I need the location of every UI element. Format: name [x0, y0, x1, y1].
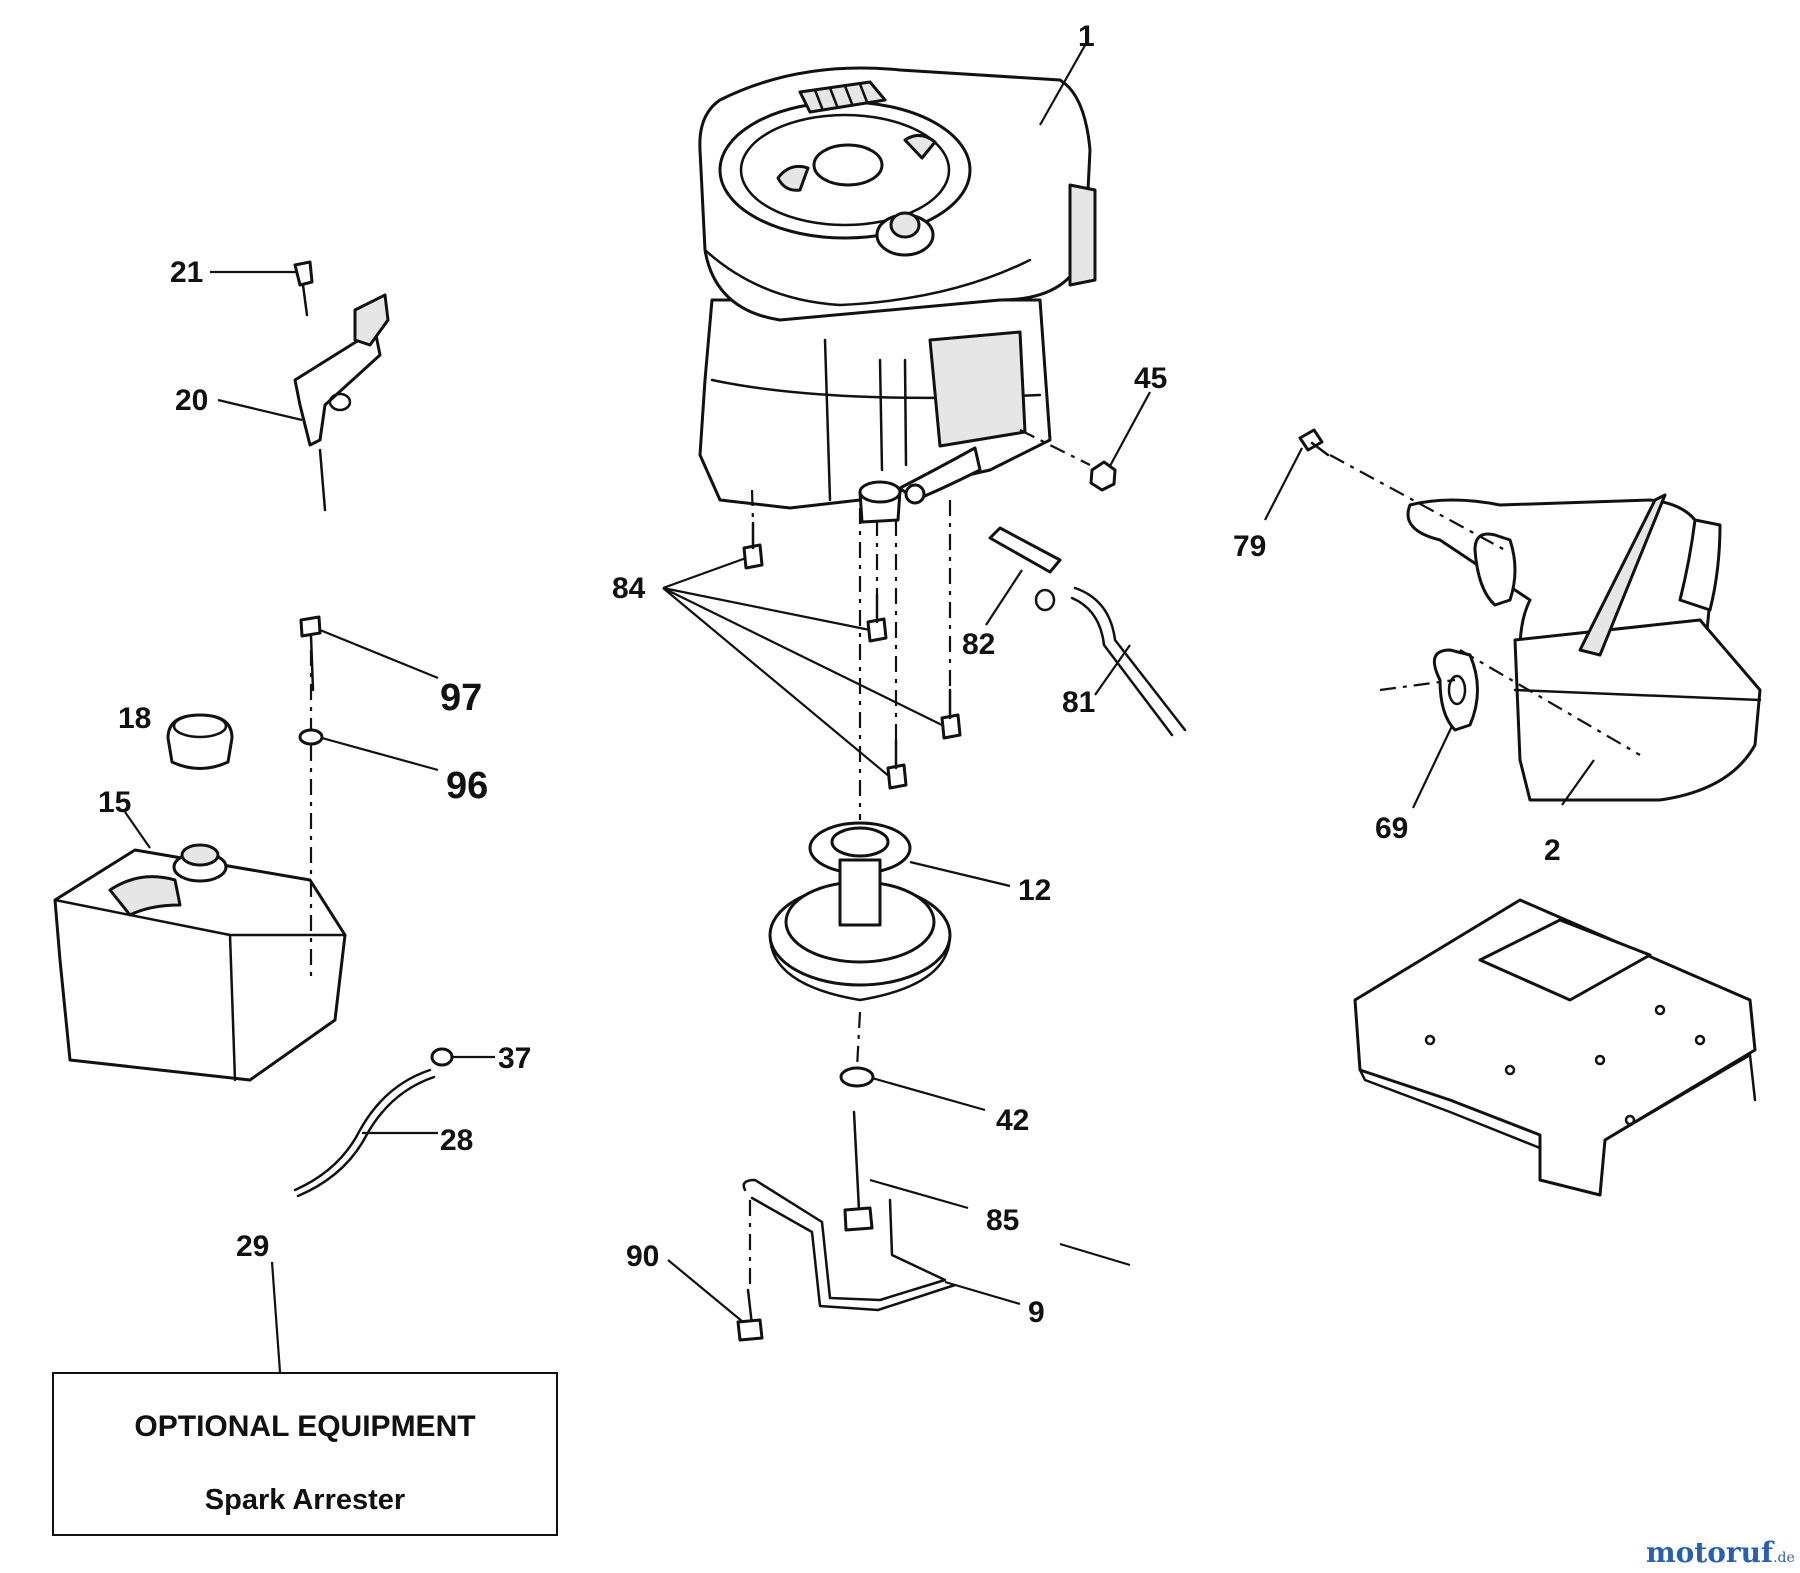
- washer-42: [839, 1066, 875, 1088]
- muffler: [1406, 493, 1762, 802]
- bolt-84-a: [742, 521, 764, 570]
- bolt-90: [736, 1288, 764, 1342]
- callout-28: 28: [440, 1124, 473, 1157]
- fuel-tank: [53, 843, 347, 1082]
- exhaust-flange-gasket-upper: [1473, 532, 1517, 607]
- callout-42: 42: [996, 1104, 1029, 1137]
- optional-equipment-title: OPTIONAL EQUIPMENT: [134, 1410, 476, 1443]
- callout-37: 37: [498, 1042, 531, 1075]
- throttle-control: [293, 260, 390, 512]
- callout-84: 84: [612, 572, 646, 605]
- callout-82: 82: [962, 628, 995, 661]
- callout-45: 45: [1134, 362, 1167, 395]
- callout-96: 96: [446, 765, 488, 807]
- callout-21: 21: [170, 256, 203, 289]
- bolt-84-d: [886, 738, 908, 790]
- callout-15: 15: [98, 786, 131, 819]
- callout-1: 1: [1078, 20, 1095, 53]
- callout-20: 20: [175, 384, 208, 417]
- engine: [698, 66, 1097, 524]
- exhaust-gasket: [1432, 648, 1479, 732]
- callout-18: 18: [118, 702, 151, 735]
- bolt-84-b: [866, 593, 888, 643]
- bracket-9: [742, 1178, 957, 1312]
- callout-85: 85: [986, 1204, 1019, 1237]
- fuel-line-81: [1070, 586, 1187, 737]
- callout-81: 81: [1062, 686, 1095, 719]
- callout-12: 12: [1018, 874, 1051, 907]
- callout-labels: 1 2 9 12 15 18 20 21 28 29 37 42 45 69 7…: [98, 20, 1561, 1329]
- fuel-cap: [166, 713, 234, 770]
- bolt-79: [1298, 428, 1330, 457]
- washer-96: [298, 728, 324, 746]
- watermark-name: motoruf: [1646, 1536, 1774, 1569]
- bolt-84-c: [940, 688, 962, 740]
- callout-9: 9: [1028, 1296, 1045, 1329]
- nut-45: [1089, 460, 1117, 492]
- bolt-85: [843, 1110, 874, 1232]
- watermark-logo: motoruf.de: [1646, 1536, 1795, 1569]
- callout-2: 2: [1544, 834, 1561, 867]
- optional-equipment-item: Spark Arrester: [204, 1484, 406, 1516]
- watermark-tld: .de: [1773, 1550, 1795, 1566]
- engine-pulley: [768, 821, 952, 1002]
- fuel-fitting: [988, 526, 1062, 612]
- callout-90: 90: [626, 1240, 659, 1273]
- hose-clamp-37: [430, 1047, 454, 1067]
- callout-97: 97: [440, 677, 482, 719]
- mounting-plate: [1353, 898, 1757, 1197]
- callout-69: 69: [1375, 812, 1408, 845]
- fuel-line: [293, 1068, 436, 1198]
- callout-29: 29: [236, 1230, 269, 1263]
- optional-equipment-box: OPTIONAL EQUIPMENT Spark Arrester: [52, 1372, 558, 1536]
- callout-79: 79: [1233, 530, 1266, 563]
- assembly-lines: [309, 429, 1641, 1290]
- leader-lines: [124, 39, 1595, 1373]
